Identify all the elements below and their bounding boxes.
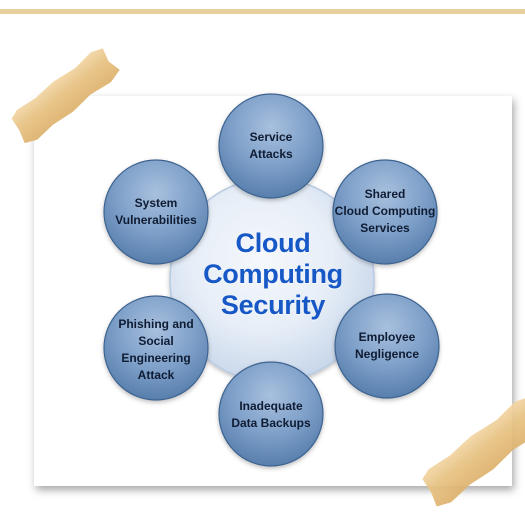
- center-title-line-2: Computing: [203, 259, 343, 289]
- node-label-shared-cloud-services: Shared Cloud Computing Services: [334, 187, 436, 235]
- center-title-line-1: Cloud: [235, 228, 311, 258]
- center-title: Cloud Computing Security: [188, 228, 358, 321]
- node-circle-phishing: [103, 295, 209, 401]
- node-circle-service-attacks: [218, 93, 324, 199]
- top-border-line: [0, 9, 525, 14]
- node-label-service-attacks: Service Attacks: [249, 130, 293, 161]
- center-title-line-3: Security: [220, 290, 326, 320]
- node-label-system-vulnerabilities: System Vulnerabilities: [115, 196, 197, 227]
- node-label-phishing: Phishing and Social Engineering Attack: [118, 317, 194, 382]
- node-circle-system-vulnerabilities: [103, 159, 209, 265]
- node-label-employee-negligence: Employee Negligence: [354, 330, 420, 361]
- node-label-inadequate-backups: Inadequate Data Backups: [231, 399, 311, 430]
- node-circle-inadequate-backups: [218, 361, 324, 467]
- node-circle-shared-cloud-services: [332, 159, 438, 265]
- node-circle-employee-negligence: [334, 293, 440, 399]
